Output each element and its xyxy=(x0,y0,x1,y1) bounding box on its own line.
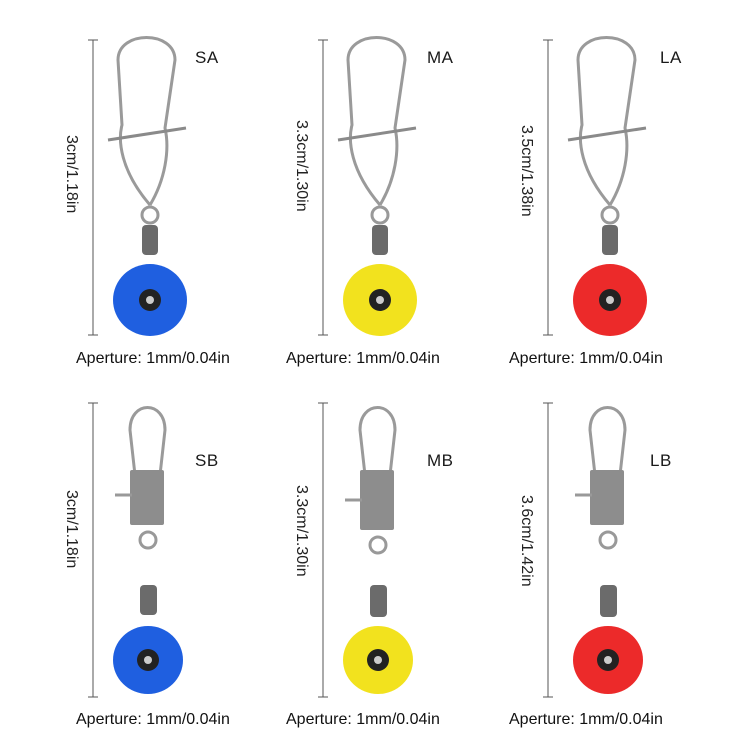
snap-swivel-sa-image xyxy=(88,36,187,336)
model-label: MA xyxy=(427,48,454,67)
aperture-text: Aperture: 1mm/0.04in xyxy=(509,350,663,367)
height-dimension: 3.3cm/1.30in xyxy=(293,120,310,212)
height-dimension: 3cm/1.18in xyxy=(63,490,80,569)
product-card-la: LA 3.5cm/1.38in Aperture: 1mm/0.04in xyxy=(500,0,750,370)
snap-swivel-ma-image xyxy=(318,36,417,336)
model-label: MB xyxy=(427,451,454,470)
height-dimension: 3.6cm/1.42in xyxy=(518,495,535,587)
aperture-text: Aperture: 1mm/0.04in xyxy=(509,711,663,728)
snap-swivel-sb-image xyxy=(88,402,183,698)
product-card-mb: MB 3.3cm/1.30in Aperture: 1mm/0.04in xyxy=(250,375,500,745)
model-label: SB xyxy=(195,451,219,470)
model-label: LB xyxy=(650,451,672,470)
product-card-lb: LB 3.6cm/1.42in Aperture: 1mm/0.04in xyxy=(500,375,750,745)
aperture-text: Aperture: 1mm/0.04in xyxy=(286,350,440,367)
aperture-text: Aperture: 1mm/0.04in xyxy=(76,711,230,728)
product-card-ma: MA 3.3cm/1.30in Aperture: 1mm/0.04in xyxy=(250,0,500,370)
model-label: LA xyxy=(660,48,682,67)
height-dimension: 3.3cm/1.30in xyxy=(293,485,310,577)
height-dimension: 3cm/1.18in xyxy=(63,135,80,214)
snap-swivel-mb-image xyxy=(318,402,413,698)
snap-swivel-la-image xyxy=(543,36,647,336)
product-card-sa: SA 3cm/1.18in Aperture: 1mm/0.04in xyxy=(0,0,250,370)
aperture-text: Aperture: 1mm/0.04in xyxy=(286,711,440,728)
aperture-text: Aperture: 1mm/0.04in xyxy=(76,350,230,367)
product-card-sb: SB 3cm/1.18in Aperture: 1mm/0.04in xyxy=(0,375,250,745)
model-label: SA xyxy=(195,48,219,67)
snap-swivel-lb-image xyxy=(543,402,643,698)
height-dimension: 3.5cm/1.38in xyxy=(518,125,535,217)
